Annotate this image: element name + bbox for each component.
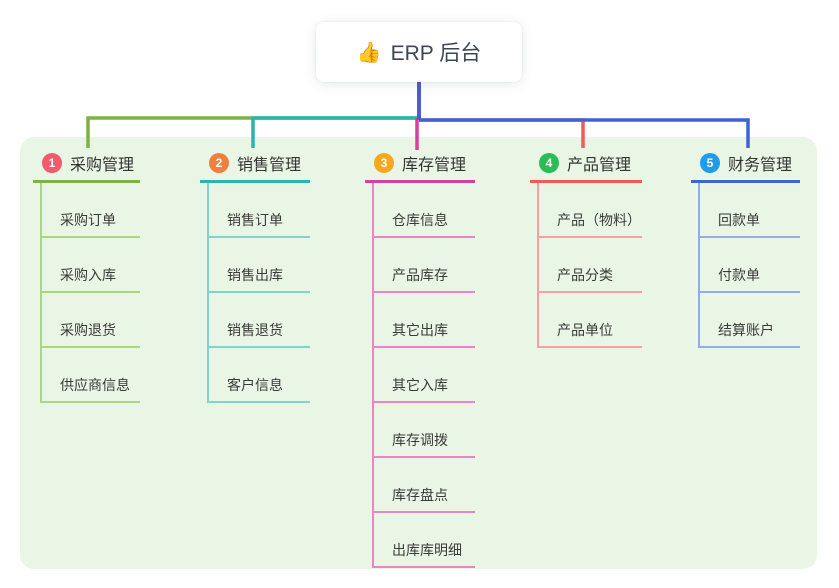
branch-number-badge: 3 xyxy=(374,153,394,173)
child-node[interactable]: 其它出库 xyxy=(374,293,475,348)
child-node-label: 产品单位 xyxy=(557,322,613,338)
child-node-label: 销售订单 xyxy=(227,212,283,228)
child-node[interactable]: 产品（物料） xyxy=(539,183,642,238)
child-node[interactable]: 产品分类 xyxy=(539,238,642,293)
child-node-label: 付款单 xyxy=(718,267,760,283)
child-node-label: 供应商信息 xyxy=(60,377,130,393)
child-node[interactable]: 产品库存 xyxy=(374,238,475,293)
branch-node[interactable]: 5 财务管理 xyxy=(691,151,800,183)
branch-number-badge: 4 xyxy=(539,153,559,173)
child-node-label: 其它出库 xyxy=(392,322,448,338)
branch-children: 仓库信息产品库存其它出库其它入库库存调拨库存盘点出库库明细 xyxy=(372,183,475,568)
child-node-label: 产品（物料） xyxy=(557,212,641,228)
child-node[interactable]: 其它入库 xyxy=(374,348,475,403)
child-node-label: 产品分类 xyxy=(557,267,613,283)
child-node[interactable]: 销售出库 xyxy=(209,238,310,293)
branch-2: 2 销售管理销售订单销售出库销售退货客户信息 xyxy=(200,151,310,403)
branches-background-panel xyxy=(20,137,817,569)
child-node-label: 客户信息 xyxy=(227,377,283,393)
child-node[interactable]: 库存盘点 xyxy=(374,458,475,513)
child-node[interactable]: 采购退货 xyxy=(42,293,140,348)
root-node[interactable]: 👍 ERP 后台 xyxy=(316,22,522,82)
branch-4: 4 产品管理产品（物料） 产品分类产品单位 xyxy=(530,151,642,348)
branch-children: 回款单付款单结算账户 xyxy=(698,183,800,348)
child-node[interactable]: 仓库信息 xyxy=(374,183,475,238)
branch-number-badge: 2 xyxy=(209,153,229,173)
child-node-label: 采购订单 xyxy=(60,212,116,228)
branch-1: 1 采购管理采购订单采购入库采购退货供应商信息 xyxy=(33,151,140,403)
child-node-label: 销售退货 xyxy=(227,322,283,338)
branch-node[interactable]: 1 采购管理 xyxy=(33,151,140,183)
child-node-label: 库存盘点 xyxy=(392,487,448,503)
branch-node-label: 财务管理 xyxy=(728,157,793,174)
branch-number-badge: 5 xyxy=(700,153,720,173)
child-node-label: 回款单 xyxy=(718,212,760,228)
child-node[interactable]: 库存调拨 xyxy=(374,403,475,458)
branch-node[interactable]: 4 产品管理 xyxy=(530,151,642,183)
child-node[interactable]: 供应商信息 xyxy=(42,348,140,403)
branch-node[interactable]: 2 销售管理 xyxy=(200,151,310,183)
child-node[interactable]: 销售退货 xyxy=(209,293,310,348)
branch-children: 产品（物料） 产品分类产品单位 xyxy=(537,183,642,348)
branch-node-label: 库存管理 xyxy=(402,157,467,174)
branch-node-label: 产品管理 xyxy=(567,157,632,174)
branch-node-label: 销售管理 xyxy=(237,157,302,174)
child-node[interactable]: 采购订单 xyxy=(42,183,140,238)
child-node[interactable]: 采购入库 xyxy=(42,238,140,293)
branch-children: 销售订单销售出库销售退货客户信息 xyxy=(207,183,310,403)
thumbs-up-icon: 👍 xyxy=(356,41,382,64)
child-node-label: 库存调拨 xyxy=(392,432,448,448)
branch-connector xyxy=(251,116,419,148)
branch-3: 3 库存管理仓库信息产品库存其它出库其它入库库存调拨库存盘点出库库明细 xyxy=(365,151,475,568)
child-node-label: 采购退货 xyxy=(60,322,116,338)
branch-5: 5 财务管理回款单付款单结算账户 xyxy=(691,151,800,348)
child-node-label: 出库库明细 xyxy=(392,542,462,558)
child-node-label: 采购入库 xyxy=(60,267,116,283)
child-node-label: 仓库信息 xyxy=(392,212,448,228)
branch-number-badge: 1 xyxy=(42,153,62,173)
root-node-label: ERP 后台 xyxy=(390,42,482,65)
child-node[interactable]: 付款单 xyxy=(700,238,800,293)
branch-connector xyxy=(419,118,585,148)
child-node[interactable]: 产品单位 xyxy=(539,293,642,348)
child-node[interactable]: 客户信息 xyxy=(209,348,310,403)
child-node-label: 产品库存 xyxy=(392,267,448,283)
branch-node[interactable]: 3 库存管理 xyxy=(365,151,475,183)
branch-children: 采购订单采购入库采购退货供应商信息 xyxy=(40,183,140,403)
child-node[interactable]: 回款单 xyxy=(700,183,800,238)
child-node-label: 其它入库 xyxy=(392,377,448,393)
child-node-label: 结算账户 xyxy=(718,322,774,338)
child-node[interactable]: 出库库明细 xyxy=(374,513,475,568)
child-node[interactable]: 销售订单 xyxy=(209,183,310,238)
child-node-label: 销售出库 xyxy=(227,267,283,283)
branch-node-label: 采购管理 xyxy=(70,157,135,174)
branch-connector xyxy=(419,118,750,148)
child-node[interactable]: 结算账户 xyxy=(700,293,800,348)
